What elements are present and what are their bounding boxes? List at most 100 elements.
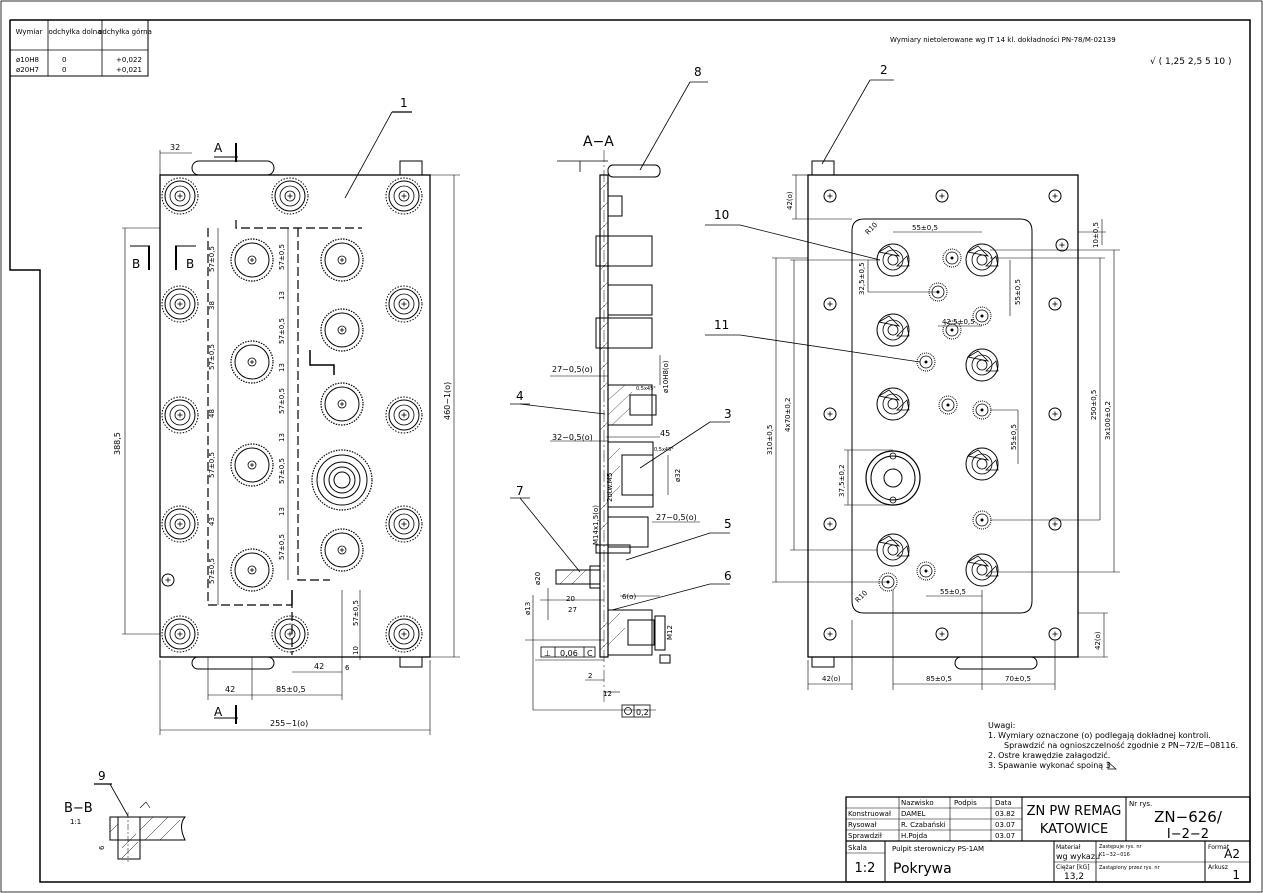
dim-text: 13 xyxy=(278,291,286,300)
dim-text: 6 xyxy=(98,845,106,850)
dim-text: 85±0,5 xyxy=(926,675,952,683)
note-line: 3. Spawanie wykonać spoiną 3 xyxy=(988,760,1111,770)
dim-text: 2 xyxy=(588,672,592,680)
tb-scale: 1:2 xyxy=(855,861,876,876)
tolerance-value: 0,06 xyxy=(560,649,578,658)
dim-text: 27 xyxy=(568,606,577,614)
dim-text: 42,5±0,5 xyxy=(942,318,975,326)
dim-text: 27−0,5(o) xyxy=(552,365,593,374)
dim-text: 13 xyxy=(278,433,286,442)
dim-text: 250±0,5 xyxy=(1090,390,1098,420)
dim-text: 57±0,5 xyxy=(208,344,216,370)
tb-subtitle: Pulpit sterowniczy PS-1AM xyxy=(892,845,984,853)
dim-text: M12 xyxy=(666,625,674,640)
dim-text: 85±0,5 xyxy=(276,685,306,694)
tb-date: 03.82 xyxy=(995,810,1015,818)
part-label-1: 1 xyxy=(400,96,408,110)
tb-name: H.Pojda xyxy=(901,832,927,840)
dim-text: 2otw.M5 xyxy=(606,473,614,502)
dim-text: 388,5 xyxy=(113,432,122,455)
detail-b-b: B−B 1:1 9 6 xyxy=(64,769,187,862)
dim-text: 27−0,5(o) xyxy=(656,513,697,522)
table-cell: 0 xyxy=(62,66,66,74)
datum-letter: C xyxy=(587,649,593,658)
dim-text: 70±0,5 xyxy=(1005,675,1031,683)
tb-company-2: KATOWICE xyxy=(1040,822,1108,837)
tb-skala-label: Skala xyxy=(848,844,867,852)
tb-format: A2 xyxy=(1224,847,1240,861)
tb-col-podpis: Podpis xyxy=(954,799,977,807)
dim-text: 57±0,5 xyxy=(208,246,216,272)
dim-text: 55±0,5 xyxy=(912,224,938,232)
dim-text: 13 xyxy=(278,363,286,372)
tb-role: Konstruował xyxy=(848,810,891,818)
dim-text: 12 xyxy=(603,690,612,698)
tb-material-label: Materiał xyxy=(1056,844,1081,851)
dim-text: 48 xyxy=(208,409,216,418)
back-view: 2 10 11 xyxy=(705,63,1120,690)
part-label-4: 4 xyxy=(516,389,524,403)
part-label-7: 7 xyxy=(516,484,524,498)
tolerance-table: Wymiar odchyłka dolna odchyłka górna ø10… xyxy=(9,19,152,77)
part-label-8: 8 xyxy=(694,65,702,79)
dim-text: 6(o) xyxy=(622,593,636,601)
dim-text: 42 xyxy=(314,662,324,671)
dim-text: R10 xyxy=(864,221,879,236)
table-cell: +0,021 xyxy=(116,66,142,74)
notes-block: Uwagi: 1. Wymiary oznaczone (o) podlegaj… xyxy=(988,721,1238,770)
dim-text: 57±0,5 xyxy=(352,600,360,626)
part-label-11: 11 xyxy=(714,318,729,332)
tb-date: 03.07 xyxy=(995,821,1015,829)
dim-text: 13 xyxy=(278,507,286,516)
dim-text: 55±0,5 xyxy=(1010,424,1018,450)
section-b-marker-right: B xyxy=(186,257,194,271)
dim-text: 10 xyxy=(352,646,360,655)
dim-text: 38 xyxy=(208,301,216,310)
dim-text: 57±0,5 xyxy=(278,458,286,484)
dim-text: ø32 xyxy=(674,469,682,482)
dim-text: 10±0,5 xyxy=(1092,222,1100,248)
note-line: Sprawdzić na ognioszczelność zgodnie z P… xyxy=(1004,740,1238,750)
dim-text: M14x1,5(o) xyxy=(592,505,600,545)
part-label-5: 5 xyxy=(724,517,732,531)
title-block: Nazwisko Podpis Data Konstruował DAMEL 0… xyxy=(845,796,1251,883)
dim-text: 42(o) xyxy=(822,675,841,683)
dim-text: ø10H8(o) xyxy=(662,360,670,393)
section-a-marker-top: A xyxy=(214,141,223,155)
note-line: 1. Wymiary oznaczone (o) podlegają dokła… xyxy=(988,731,1211,740)
table-header-gorna: odchyłka górna xyxy=(98,28,152,36)
part-label-6: 6 xyxy=(724,569,732,583)
tb-nr-label: Nr rys. xyxy=(1129,800,1152,808)
dim-text: 20 xyxy=(566,595,575,603)
dim-text: 255−1(o) xyxy=(270,719,308,728)
part-label-2: 2 xyxy=(880,63,888,77)
tb-date: 03.07 xyxy=(995,832,1015,840)
tb-company-1: ZN PW REMAG xyxy=(1027,804,1122,819)
dim-text: 42 xyxy=(225,685,235,694)
tb-name: R. Czabański xyxy=(901,821,946,829)
detail-title: B−B xyxy=(64,801,93,816)
dim-text: R10 xyxy=(854,589,869,604)
dim-text: 57±0,5 xyxy=(208,558,216,584)
tb-part-name: Pokrywa xyxy=(893,861,952,877)
tb-ciezar-label: Ciężar [kG] xyxy=(1056,864,1090,871)
tb-material: wg wykazu xyxy=(1056,852,1100,861)
table-header-wymiar: Wymiar xyxy=(16,28,43,36)
dim-text: 55±0,5 xyxy=(940,588,966,596)
perpendicularity-symbol: ⊥ xyxy=(544,649,551,658)
dim-text: 460−1(o) xyxy=(443,382,452,420)
surface-finish-symbol: √ ( 1,25 2,5 5 10 ) xyxy=(1150,56,1231,67)
dim-text: 42(o) xyxy=(786,191,794,210)
dim-text: 32 xyxy=(170,143,180,152)
table-header-dolna: odchyłka dolna xyxy=(49,28,102,36)
tb-zastepuje-label: Zastępuje rys. nr xyxy=(1099,844,1142,850)
section-a-marker-bottom: A xyxy=(214,705,223,719)
table-cell: 0 xyxy=(62,56,66,64)
dim-text: 43 xyxy=(208,517,216,526)
dim-text: ø20 xyxy=(534,572,542,585)
part-label-3: 3 xyxy=(724,407,732,421)
front-view: 1 A A B B xyxy=(113,96,460,735)
dim-text: 57±0,5 xyxy=(278,534,286,560)
dim-text: 6 xyxy=(345,664,350,672)
